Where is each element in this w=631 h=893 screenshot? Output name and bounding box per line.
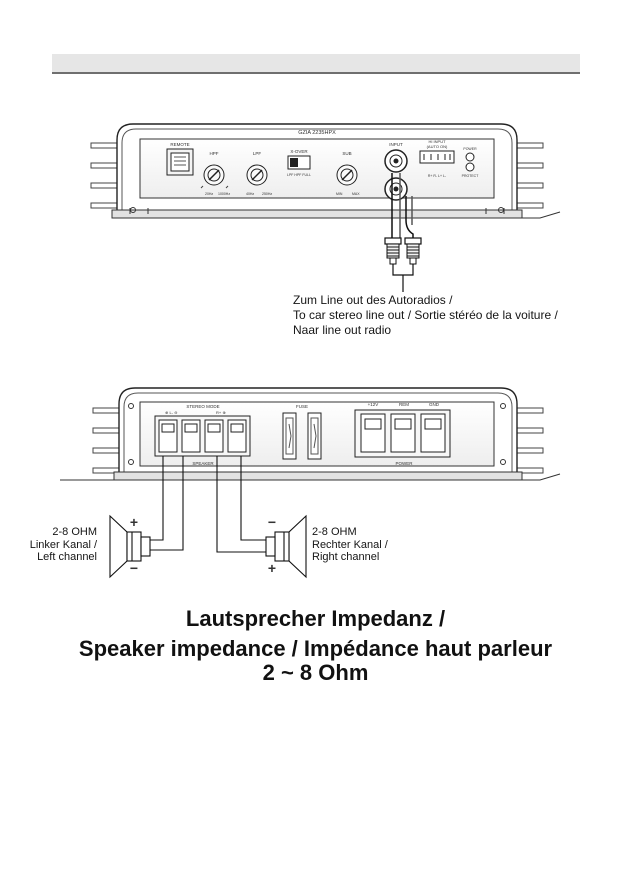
xover-options-label: LPF HPF FULL	[287, 173, 311, 177]
svg-text:250Hz: 250Hz	[262, 192, 272, 196]
impedance-heading-line2: Speaker impedance / Impédance haut parle…	[78, 636, 553, 661]
left-heatsink-fins	[90, 142, 117, 209]
auto-on-label: (AUTO ON)	[427, 144, 448, 149]
lpf-label: LPF	[253, 151, 262, 156]
left-speaker-channel-en: Left channel	[37, 551, 97, 563]
right-speaker	[265, 514, 307, 579]
rca-plug-left	[384, 237, 402, 265]
svg-text:MIN: MIN	[336, 192, 343, 196]
speaker-terminal-slots	[158, 419, 247, 453]
left-speaker-ohm: 2-8 OHM	[52, 526, 97, 538]
section-header-bar	[52, 54, 580, 74]
line-out-caption-line3: Naar line out radio	[293, 323, 392, 337]
fuse-label: FUSE	[296, 404, 308, 409]
rem-label: REM	[399, 402, 409, 407]
hi-input-connector[interactable]	[419, 150, 455, 164]
speaker-label: SPEAKER	[192, 461, 214, 466]
rca-plug-right	[404, 237, 422, 265]
left-heatsink-fins-bottom	[92, 407, 119, 474]
svg-text:40Hz: 40Hz	[246, 192, 254, 196]
hi-input-pins-label: R+ R- L+ L-	[428, 174, 447, 178]
wire-right-minus	[240, 456, 266, 541]
amplifier-top-view: GZIA 2235HPX REMOTE HPF 20Hz 1000Hz LPF …	[90, 123, 561, 219]
right-speaker-caption: 2-8 OHM Rechter Kanal / Right channel	[312, 526, 388, 564]
wire-left-plus	[150, 456, 164, 541]
amp-bottom-outer-shell	[118, 387, 518, 478]
speaker-wires	[150, 456, 266, 553]
amp-bottom-floor	[60, 473, 561, 481]
amp-top-floor	[112, 211, 561, 219]
svg-text:20Hz: 20Hz	[205, 192, 213, 196]
protect-led	[465, 162, 475, 172]
svg-text:R+ ⊕: R+ ⊕	[216, 410, 226, 415]
impedance-heading-line1: Lautsprecher Impedanz /	[185, 606, 446, 631]
amp-model-label: GZIA 2235HPX	[298, 130, 336, 136]
fuse-left[interactable]	[282, 412, 297, 460]
right-heatsink-fins-bottom	[517, 407, 544, 474]
gnd-label: GND	[429, 402, 440, 407]
left-speaker-caption: 2-8 OHM Linker Kanal / Left channel	[30, 526, 97, 564]
fuse-right[interactable]	[307, 412, 322, 460]
stereo-mode-label: STEREO MODE	[186, 404, 219, 409]
line-out-caption-line2: To car stereo line out / Sortie stéréo d…	[293, 308, 558, 322]
wire-right-plus	[216, 456, 266, 553]
right-speaker-channel-de: Rechter Kanal /	[312, 538, 388, 551]
remote-label: REMOTE	[170, 142, 189, 147]
amp-top-baseplate	[111, 209, 523, 219]
impedance-heading-line3: 2 ~ 8 Ohm	[262, 660, 369, 685]
right-heatsink-fins	[517, 142, 544, 209]
xover-label: X-OVER	[290, 149, 308, 154]
plus12v-label: +12V	[368, 402, 379, 407]
amp-bottom-baseplate	[113, 471, 523, 481]
svg-text:MAX: MAX	[352, 192, 360, 196]
input-label: INPUT	[389, 142, 403, 147]
hpf-label: HPF	[210, 151, 219, 156]
left-speaker-plus: +	[130, 514, 138, 530]
right-speaker-channel-en: Right channel	[312, 551, 380, 563]
right-speaker-ohm: 2-8 OHM	[312, 526, 357, 538]
hi-input-label: HI INPUT	[428, 139, 446, 144]
right-speaker-plus: +	[268, 560, 276, 576]
left-speaker-channel-de: Linker Kanal /	[29, 538, 97, 551]
rca-cables	[384, 173, 422, 292]
power-led-label: POWER	[463, 147, 477, 151]
right-speaker-minus: −	[268, 514, 276, 530]
amplifier-bottom-view: STEREO MODE ⊕ L- ⊖ R+ ⊕ SPEAKER FUSE +12…	[60, 387, 561, 481]
left-speaker	[109, 514, 151, 579]
protect-led-label: PROTECT	[462, 174, 480, 178]
left-speaker-minus: −	[130, 560, 138, 576]
svg-text:1000Hz: 1000Hz	[218, 192, 230, 196]
wire-left-minus	[150, 456, 184, 551]
power-terminal-slots	[360, 413, 446, 453]
amp-top-faceplate	[139, 138, 495, 199]
amp-top-outer-shell	[116, 123, 518, 218]
line-out-caption-line1: Zum Line out des Autoradios /	[293, 293, 453, 307]
svg-text:⊕ L- ⊖: ⊕ L- ⊖	[165, 410, 177, 415]
line-out-caption: Zum Line out des Autoradios / To car ste…	[293, 293, 558, 338]
power-label: POWER	[395, 461, 413, 466]
sub-label: SUB	[342, 151, 351, 156]
power-led	[465, 152, 475, 162]
